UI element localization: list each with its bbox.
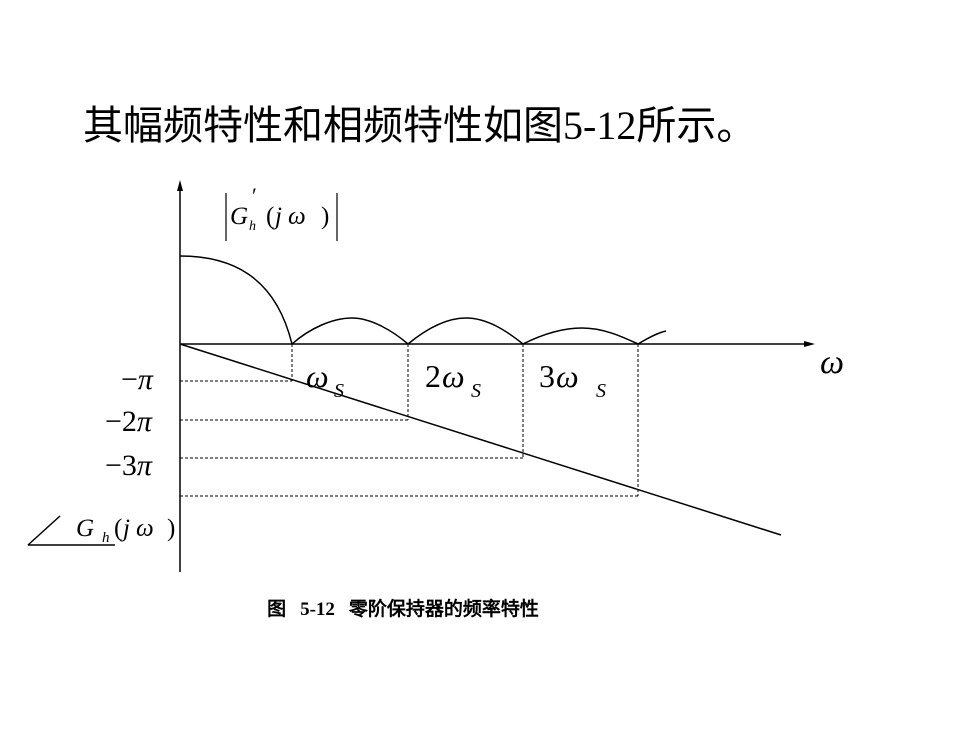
heading-tail: 所示。: [636, 103, 757, 149]
svg-text:ω: ω: [442, 358, 465, 394]
svg-text:3: 3: [539, 358, 555, 394]
svg-text:ω: ω: [306, 358, 329, 394]
svg-text:ω: ω: [136, 515, 154, 542]
svg-text:j: j: [272, 203, 282, 230]
svg-text:): ): [167, 515, 175, 542]
angle-symbol-icon: [27, 515, 61, 546]
caption-prefix: 图: [267, 598, 287, 620]
tick-3ws: 3 ω S: [539, 358, 606, 402]
phase-tick-pi: −π: [121, 363, 154, 396]
phase-tick-3pi: −3π: [105, 449, 153, 482]
svg-text:G: G: [230, 203, 248, 230]
caption-title: 零阶保持器的频率特性: [348, 598, 539, 620]
svg-text:h: h: [102, 530, 110, 546]
svg-text:h: h: [249, 219, 256, 234]
svg-text:S: S: [334, 380, 344, 402]
phase-axis-label: G h ( j ω ): [27, 515, 175, 546]
vertical-axis-arrow: [177, 180, 183, 191]
svg-text:S: S: [471, 380, 481, 402]
phase-tick-2pi: −2π: [105, 405, 153, 438]
tick-ws: ω S: [306, 358, 344, 402]
magnitude-axis-label: G h ′ ( j ω ): [225, 183, 338, 241]
svg-text:2: 2: [425, 358, 441, 394]
guide-lines: [180, 344, 639, 497]
tick-2ws: 2 ω S: [425, 358, 481, 402]
heading-main: 其幅频特性和相频特性如图: [83, 103, 563, 149]
figure-caption: 图 5-12 零阶保持器的频率特性: [0, 594, 820, 621]
svg-text:): ): [321, 203, 329, 230]
svg-text:ω: ω: [288, 203, 306, 230]
omega-label: ω: [820, 344, 844, 381]
svg-text:′: ′: [252, 183, 257, 208]
magnitude-curve: [179, 255, 667, 346]
svg-text:ω: ω: [556, 358, 579, 394]
phase-line: [179, 343, 782, 536]
omega-axis-arrow: [804, 341, 815, 347]
svg-text:G: G: [76, 515, 94, 542]
svg-text:j: j: [120, 515, 130, 542]
svg-text:S: S: [596, 380, 606, 402]
svg-text:(: (: [114, 515, 122, 542]
svg-text:(: (: [266, 203, 274, 230]
page-heading: 其幅频特性和相频特性如图5-12所示。: [83, 100, 756, 152]
caption-number: 5-12: [300, 599, 335, 620]
heading-figure-ref: 5-12: [563, 103, 637, 148]
